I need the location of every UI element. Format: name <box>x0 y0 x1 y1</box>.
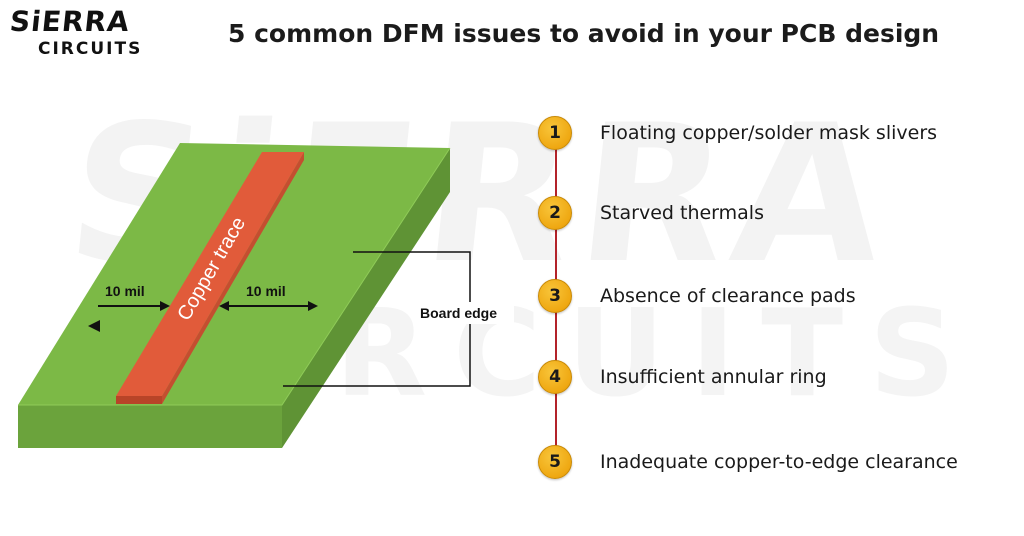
board-edge-label: Board edge <box>420 305 497 321</box>
trace-side-face <box>162 152 304 404</box>
page-title: 5 common DFM issues to avoid in your PCB… <box>228 19 940 48</box>
copper-trace <box>116 152 304 396</box>
board-front-face <box>18 405 282 448</box>
board-edge-label-bg <box>416 302 514 324</box>
trace-front-face <box>116 396 162 404</box>
logo-circuits: CIRCUITS <box>38 39 143 59</box>
arrowhead-left-icon <box>88 320 100 332</box>
left-clearance-label: 10 mil <box>105 283 145 299</box>
board-side-face <box>282 148 450 448</box>
right-clearance-label: 10 mil <box>246 283 286 299</box>
